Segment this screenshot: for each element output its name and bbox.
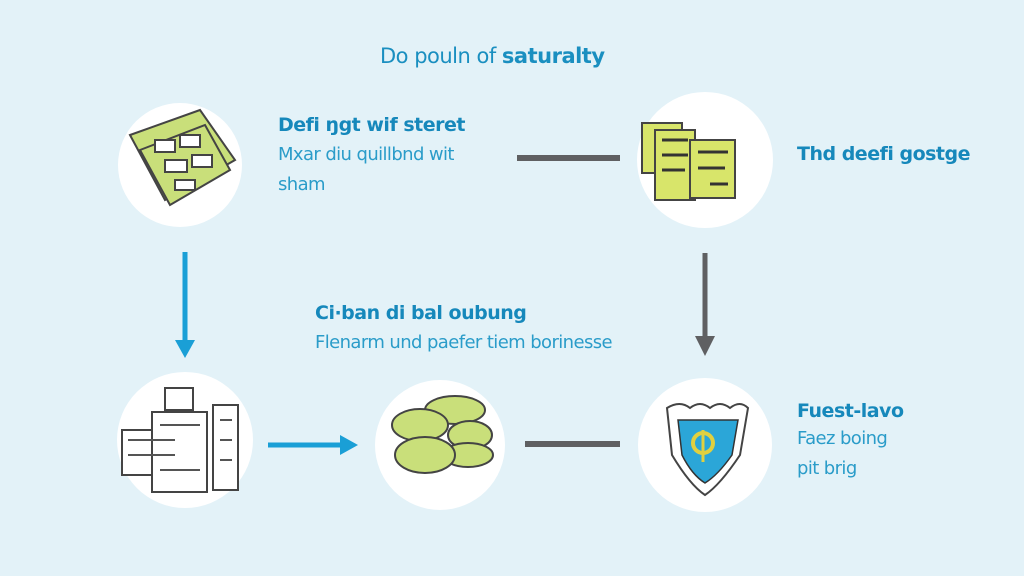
- node-heading: Fuest-lavo: [797, 400, 904, 422]
- node-heading: Defi ŋgt wif steret: [278, 114, 465, 136]
- banknotes-icon: [128, 108, 237, 207]
- node-heading: Ci·ban di bal oubung: [315, 302, 527, 324]
- node-description: Faez boing: [797, 428, 888, 449]
- node-description: pit brig: [797, 458, 857, 479]
- diagram-title: Do pouln of saturalty: [380, 44, 605, 68]
- node-text-4: Fuest-lavo Faez boing pit brig: [797, 400, 904, 484]
- node-heading-2: Thd deefi gostge: [797, 143, 971, 165]
- node-text-3: Ci·ban di bal oubung Flenarm und paefer …: [315, 302, 613, 358]
- arrow-down-gray: [695, 253, 715, 356]
- node-description: Flenarm und paefer tiem borinesse: [315, 332, 613, 353]
- documents-icon: [641, 122, 736, 201]
- node-description: sham: [278, 174, 326, 195]
- node-description: Mxar diu quillbnd wit: [278, 144, 454, 165]
- title-bold: saturalty: [501, 44, 605, 68]
- title-light: Do pouln of: [380, 44, 502, 68]
- coins-icon: [391, 395, 494, 474]
- node-text-1: Defi ŋgt wif steret Mxar diu quillbnd wi…: [278, 114, 465, 200]
- arrow-down-blue: [175, 252, 195, 358]
- arrow-right-blue: [268, 435, 358, 455]
- shield-icon: [665, 403, 750, 497]
- buildings-icon: [121, 387, 239, 493]
